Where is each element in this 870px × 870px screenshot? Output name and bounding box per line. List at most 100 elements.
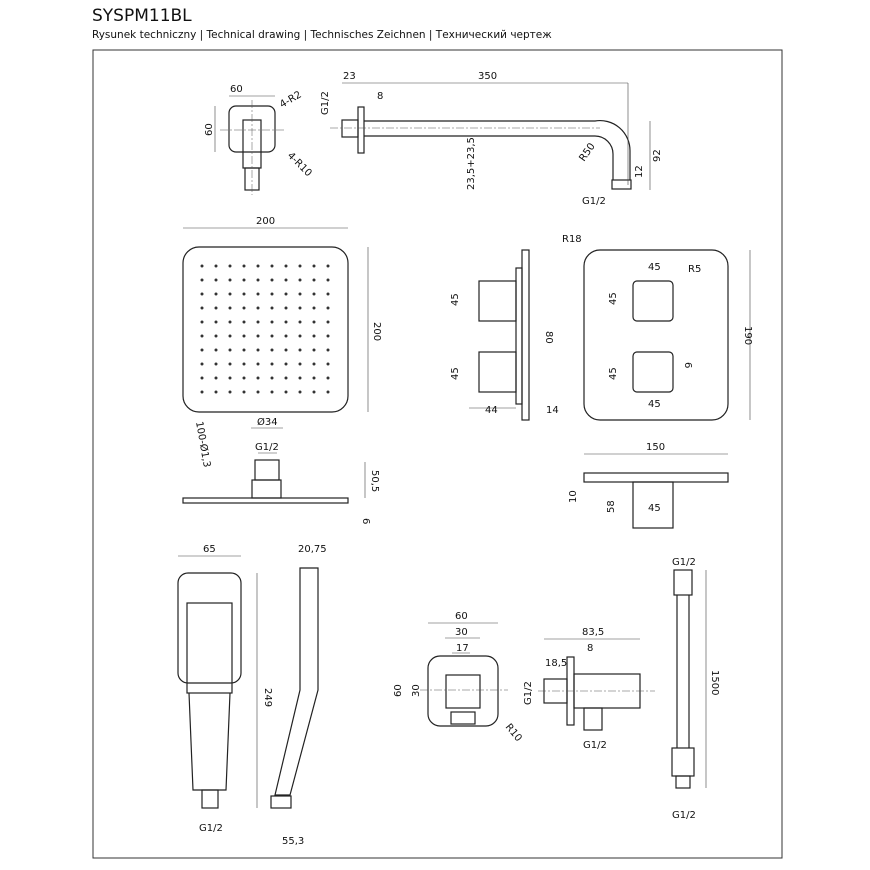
- nozzle-dot: [242, 348, 246, 352]
- nozzle-dot: [284, 292, 288, 296]
- nozzle-dot: [228, 292, 232, 296]
- nozzle-dot: [298, 278, 302, 282]
- dim-length: 249: [262, 688, 273, 707]
- dim-knob: 45: [648, 503, 661, 514]
- dim-h60: 60: [393, 684, 404, 697]
- dim-92: 92: [652, 149, 663, 162]
- nozzle-dot: [298, 306, 302, 310]
- dim-knob-w-bottom: 45: [648, 399, 661, 410]
- nozzle-dot: [242, 264, 246, 268]
- dim-h30: 30: [411, 684, 422, 697]
- nozzle-dot: [284, 348, 288, 352]
- nozzle-dot: [270, 362, 274, 366]
- nozzle-dot: [214, 348, 218, 352]
- dim-w17: 17: [456, 643, 469, 654]
- nozzle-dot: [298, 292, 302, 296]
- dim-thread: G1/2: [255, 442, 279, 453]
- nozzle-dot: [298, 264, 302, 268]
- dim-tilt: 55,3: [282, 836, 304, 847]
- nozzle-dot: [312, 390, 316, 394]
- nozzle-dot: [256, 278, 260, 282]
- drawing-frame: [92, 49, 783, 859]
- dim-w60: 60: [455, 611, 468, 622]
- nozzle-dot: [228, 320, 232, 324]
- nozzle-dot: [284, 306, 288, 310]
- dim-thread: G1/2: [199, 823, 223, 834]
- thermostat-side-view: 45 45 80 44 14: [450, 249, 559, 421]
- nozzle-dot: [256, 390, 260, 394]
- dim-thickness: 6: [360, 518, 371, 524]
- nozzle-dot: [242, 390, 246, 394]
- nozzle-dot: [228, 278, 232, 282]
- dim-knob1: 45: [450, 293, 461, 306]
- dim-r10: 4-R10: [285, 150, 314, 179]
- nozzle-dot: [228, 390, 232, 394]
- dim-350: 350: [478, 71, 497, 82]
- dim-gap: 6: [682, 362, 693, 368]
- nozzle-dot: [326, 348, 330, 352]
- dim-plate: 10: [568, 490, 579, 503]
- dim-8: 8: [587, 643, 593, 654]
- nozzle-dot: [312, 278, 316, 282]
- dim-thread-out: G1/2: [583, 740, 607, 751]
- nozzle-dot: [200, 348, 204, 352]
- dim-thread-bottom: G1/2: [672, 810, 696, 821]
- nozzle-dot: [270, 306, 274, 310]
- dim-width: 200: [256, 216, 275, 227]
- dim-knob2: 45: [450, 367, 461, 380]
- dim-width: 150: [646, 442, 665, 453]
- nozzle-dot: [312, 348, 316, 352]
- nozzle-dot: [256, 362, 260, 366]
- dim-plate: 14: [546, 405, 559, 416]
- dim-18-5: 18,5: [545, 658, 567, 669]
- nozzle-dot: [284, 320, 288, 324]
- dim-height: 190: [742, 326, 753, 345]
- nozzle-grid: [200, 264, 330, 394]
- nozzle-dot: [270, 292, 274, 296]
- nozzle-dot: [298, 376, 302, 380]
- dim-r50: R50: [577, 141, 597, 163]
- dim-nozzles: 100-Ø1,3: [193, 420, 213, 468]
- nozzle-dot: [242, 292, 246, 296]
- dim-tube: 23,5+23,5: [466, 137, 477, 190]
- nozzle-dot: [312, 320, 316, 324]
- dim-thread-in: G1/2: [320, 91, 331, 115]
- nozzle-dot: [214, 278, 218, 282]
- nozzle-dot: [312, 334, 316, 338]
- nozzle-dot: [228, 348, 232, 352]
- nozzle-dot: [200, 362, 204, 366]
- nozzle-dot: [312, 306, 316, 310]
- nozzle-dot: [326, 320, 330, 324]
- dim-thickness: 20,75: [298, 544, 327, 555]
- nozzle-dot: [298, 348, 302, 352]
- thermostat-bottom-view: 150 10 58 45: [568, 442, 729, 529]
- dim-height: 200: [371, 322, 382, 341]
- dim-knob-h-bottom: 45: [608, 367, 619, 380]
- nozzle-dot: [242, 320, 246, 324]
- nozzle-dot: [214, 390, 218, 394]
- nozzle-dot: [200, 376, 204, 380]
- nozzle-dot: [298, 334, 302, 338]
- nozzle-dot: [242, 334, 246, 338]
- hand-shower-view: 65 249 G1/2 20,75 55,3: [177, 544, 327, 847]
- nozzle-dot: [270, 390, 274, 394]
- nozzle-dot: [312, 376, 316, 380]
- dim-23: 23: [343, 71, 356, 82]
- dim-height: 60: [204, 123, 215, 136]
- nozzle-dot: [298, 320, 302, 324]
- nozzle-dot: [228, 376, 232, 380]
- nozzle-dot: [284, 376, 288, 380]
- dim-thread-out: G1/2: [582, 196, 606, 207]
- dim-depth: 58: [606, 500, 617, 513]
- nozzle-dot: [270, 376, 274, 380]
- nozzle-dot: [298, 362, 302, 366]
- dim-width: 60: [230, 84, 243, 95]
- dim-thread-top: G1/2: [672, 557, 696, 568]
- nozzle-dot: [298, 390, 302, 394]
- nozzle-dot: [256, 292, 260, 296]
- nozzle-dot: [284, 334, 288, 338]
- dim-12: 12: [634, 165, 645, 178]
- dim-8: 8: [377, 91, 383, 102]
- nozzle-dot: [214, 376, 218, 380]
